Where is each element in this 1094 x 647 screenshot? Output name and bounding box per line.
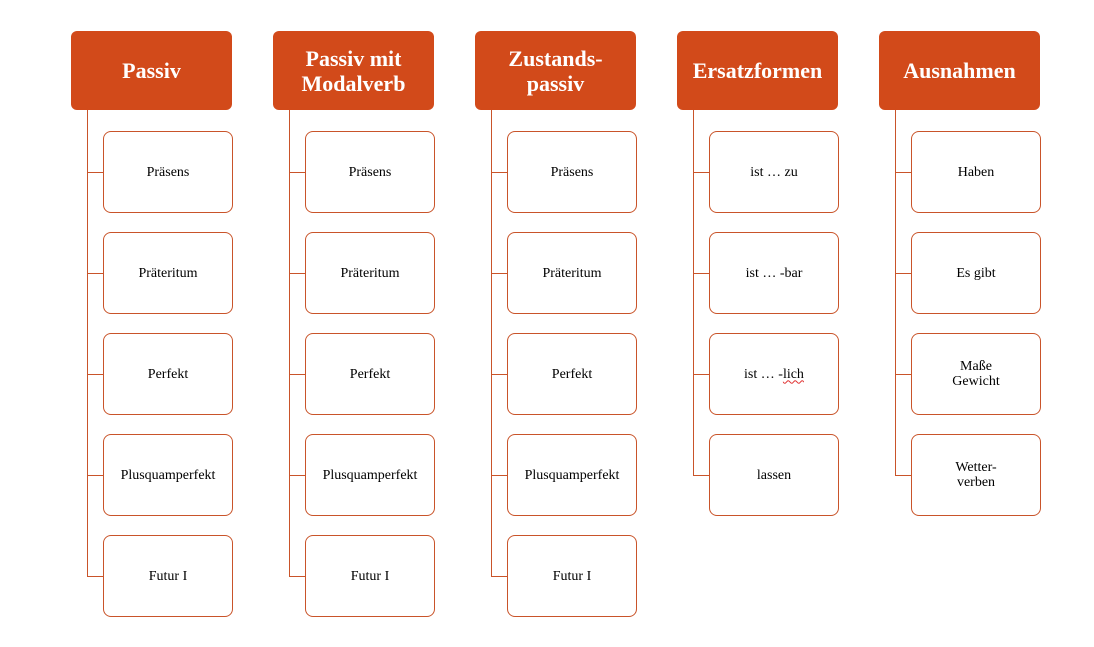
child-node: lassen: [709, 434, 839, 516]
connector-branch-line: [693, 475, 709, 476]
child-node: Plusquamperfekt: [305, 434, 435, 516]
spellcheck-underline: lich: [782, 366, 804, 382]
child-node: Es gibt: [911, 232, 1041, 314]
connector-branch-line: [289, 374, 305, 375]
connector-branch-line: [895, 273, 911, 274]
connector-branch-line: [289, 475, 305, 476]
connector-branch-line: [491, 374, 507, 375]
connector-vertical-line: [895, 110, 896, 476]
child-node: Plusquamperfekt: [103, 434, 233, 516]
child-node: Wetter-verben: [911, 434, 1041, 516]
connector-branch-line: [87, 273, 103, 274]
child-node: Präteritum: [103, 232, 233, 314]
connector-vertical-line: [693, 110, 694, 476]
child-node: Futur I: [103, 535, 233, 617]
child-node: Präteritum: [507, 232, 637, 314]
child-node: Präteritum: [305, 232, 435, 314]
connector-branch-line: [87, 475, 103, 476]
connector-branch-line: [491, 475, 507, 476]
connector-branch-line: [491, 273, 507, 274]
connector-branch-line: [895, 374, 911, 375]
connector-branch-line: [87, 172, 103, 173]
child-node: ist … zu: [709, 131, 839, 213]
connector-branch-line: [289, 172, 305, 173]
child-node: Präsens: [305, 131, 435, 213]
connector-vertical-line: [289, 110, 290, 577]
connector-branch-line: [693, 172, 709, 173]
column-header: Zustands-passiv: [475, 31, 636, 110]
child-node: Futur I: [305, 535, 435, 617]
child-node: Präsens: [507, 131, 637, 213]
child-node: Perfekt: [507, 333, 637, 415]
child-node: Futur I: [507, 535, 637, 617]
child-node: Perfekt: [305, 333, 435, 415]
connector-branch-line: [895, 172, 911, 173]
connector-branch-line: [491, 172, 507, 173]
connector-vertical-line: [87, 110, 88, 577]
column-header: Ersatzformen: [677, 31, 838, 110]
diagram-column: Ersatzformen ist … zu ist … -bar ist … -lic…: [677, 0, 852, 647]
child-node: Perfekt: [103, 333, 233, 415]
connector-branch-line: [87, 576, 103, 577]
connector-branch-line: [693, 374, 709, 375]
connector-branch-line: [289, 576, 305, 577]
column-header: Ausnahmen: [879, 31, 1040, 110]
connector-branch-line: [693, 273, 709, 274]
connector-branch-line: [895, 475, 911, 476]
column-header: Passiv: [71, 31, 232, 110]
child-node: ist … -lich: [709, 333, 839, 415]
connector-branch-line: [87, 374, 103, 375]
child-node: Haben: [911, 131, 1041, 213]
connector-vertical-line: [491, 110, 492, 577]
child-node: Plusquamperfekt: [507, 434, 637, 516]
child-node: ist … -bar: [709, 232, 839, 314]
connector-branch-line: [289, 273, 305, 274]
connector-branch-line: [491, 576, 507, 577]
child-node: Präsens: [103, 131, 233, 213]
